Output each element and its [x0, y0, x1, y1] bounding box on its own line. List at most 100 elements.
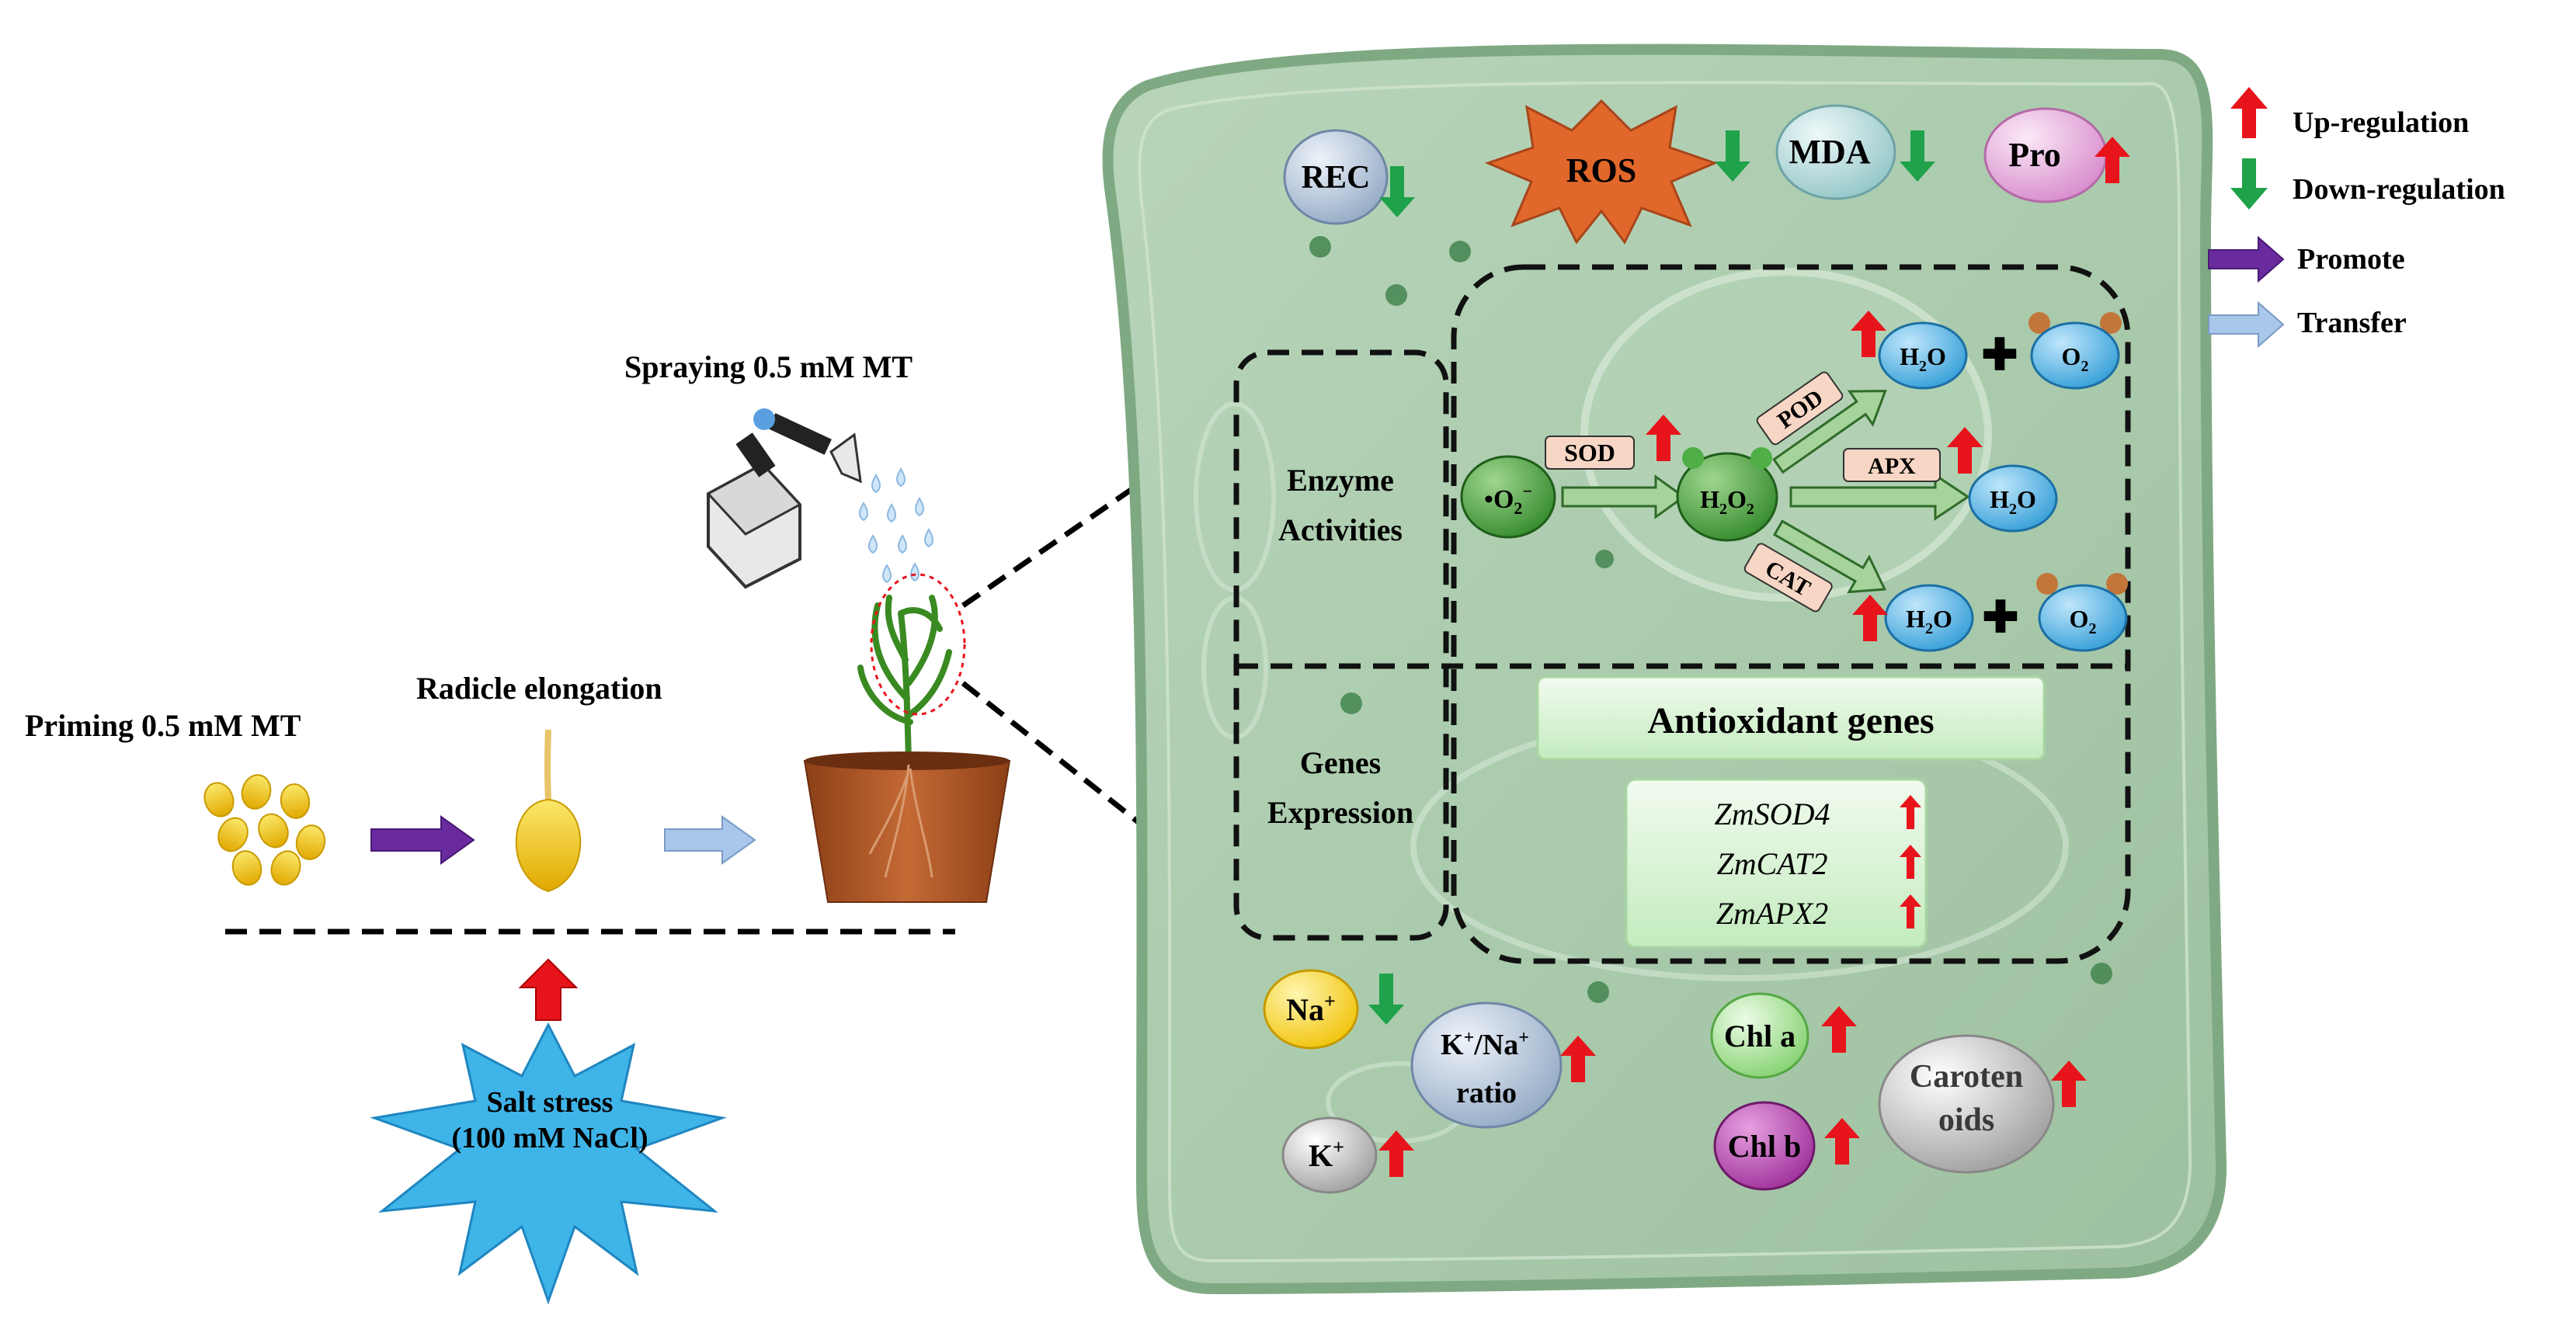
legend-up-label: Up-regulation [2293, 106, 2469, 139]
h2o2-ball-bump [1750, 447, 1772, 469]
h2o2-label: H2O2 [1700, 485, 1754, 518]
chlb-label: Chl b [1728, 1129, 1802, 1164]
enzyme-section-label-1: Enzyme [1287, 463, 1394, 498]
water-ball-top [1878, 321, 1968, 390]
up-arrow-chlb [1824, 1118, 1860, 1165]
zoom-line-bottom [961, 681, 1191, 864]
down-arrow-rec [1379, 166, 1415, 217]
sod-label: SOD [1564, 439, 1615, 467]
maize-seeds [203, 774, 326, 886]
up-arrow-pod [1851, 311, 1886, 357]
carotenoids-ball [1878, 1034, 2055, 1174]
chla-ball [1710, 992, 1809, 1079]
mda-ball [1775, 104, 1896, 200]
pro-label: Pro [2008, 136, 2061, 174]
oxygen-atom-right [2106, 573, 2128, 595]
down-arrow-na [1368, 974, 1404, 1025]
carotenoids-label-line1: Caroten [1910, 1059, 2023, 1095]
genes-list-box [1625, 778, 1928, 949]
ratio-ball [1410, 1001, 1563, 1129]
legend-promote-label: Promote [2297, 243, 2405, 276]
gene-item-3: ZmAPX2 [1716, 896, 1828, 931]
up-arrow-cat [1852, 595, 1888, 641]
gene-item-2: ZmCAT2 [1716, 846, 1827, 881]
chla-label: Chl a [1724, 1019, 1796, 1053]
oxygen-atom-left [2036, 573, 2058, 595]
superoxide-label: •O2− [1484, 481, 1532, 518]
k-ball [1281, 1116, 1378, 1194]
flower-pot [803, 751, 1011, 903]
apx-label: APX [1868, 453, 1916, 479]
down-arrow-ros [1715, 130, 1750, 182]
enzyme-pathway: •O2− SOD H2O2 POD APX CAT H2O ✚ [1460, 312, 2128, 652]
oxygen-label-top: O2 [2062, 342, 2089, 375]
up-arrow-apx [1947, 427, 1983, 474]
genes-title-box [1536, 675, 2046, 761]
top-markers: REC ROS MDA Pro [1283, 99, 2108, 245]
salt-up-arrow [518, 958, 579, 1021]
ros-star [1484, 99, 1719, 245]
oxygen-ball-bottom [2038, 584, 2128, 652]
legend: Up-regulation Down-regulation Promote Tr… [2208, 87, 2505, 349]
apx-arrow [1789, 473, 1970, 521]
plus-icon-top: ✚ [1982, 331, 2018, 380]
pod-box [1756, 371, 1844, 446]
spray-droplets [859, 467, 933, 584]
chlb-ball [1713, 1101, 1816, 1191]
promote-arrow [370, 815, 475, 865]
sod-box [1545, 436, 1635, 470]
ratio-label-line1: K+/Na+ [1441, 1028, 1529, 1061]
apx-box [1843, 448, 1941, 482]
up-arrow-carotenoids [2051, 1060, 2087, 1107]
legend-up-arrow-icon [2230, 87, 2268, 138]
transfer-arrow [664, 815, 756, 865]
legend-down-arrow-icon [2230, 158, 2268, 210]
oxygen-atom-left [2028, 312, 2050, 334]
mda-label: MDA [1789, 133, 1870, 171]
down-arrow-mda [1900, 130, 1935, 182]
up-arrow-pro [2095, 137, 2130, 183]
up-arrow-zmsod4 [1900, 795, 1921, 829]
sprayer-icon [706, 408, 862, 589]
pod-arrow [1772, 390, 1887, 474]
cat-box [1743, 543, 1833, 613]
water-label-top: H2O [1900, 342, 1946, 375]
genes-section-label-2: Expression [1267, 795, 1413, 830]
priming-label: Priming 0.5 mM MT [25, 708, 301, 743]
rec-ball [1283, 129, 1389, 225]
regulation-regions [1233, 264, 2131, 964]
legend-transfer-arrow-icon [2208, 300, 2285, 349]
salt-stress-star: Salt stress (100 mM NaCl) [370, 1022, 727, 1305]
cat-arrow [1772, 519, 1887, 594]
na-ball [1263, 969, 1359, 1050]
radicle-label: Radicle elongation [416, 671, 662, 706]
gene-item-1: ZmSOD4 [1715, 797, 1830, 831]
up-arrow-chla [1821, 1006, 1857, 1053]
rec-label: REC [1302, 160, 1371, 196]
enzyme-section-box [1233, 349, 1449, 941]
water-label-mid: H2O [1990, 485, 2036, 518]
water-ball-mid [1968, 464, 2058, 533]
up-arrow-ratio [1560, 1036, 1596, 1082]
na-label: Na+ [1286, 990, 1336, 1027]
up-arrow-zmcat2 [1900, 845, 1921, 879]
antioxidant-genes-panel: Antioxidant genes ZmSOD4 ZmCAT2 ZmAPX2 [1536, 675, 2046, 949]
ros-label: ROS [1566, 151, 1636, 189]
pigment-markers: Chl a Chl b Caroten oids [1710, 992, 2055, 1191]
genes-title: Antioxidant genes [1647, 700, 1934, 741]
ion-markers: Na+ K+/Na+ ratio K+ [1263, 969, 1563, 1194]
maize-plant [857, 595, 952, 764]
oxygen-ball-top [2030, 321, 2120, 390]
legend-down-label: Down-regulation [2293, 173, 2505, 206]
plant-highlight-circle [870, 573, 966, 716]
ratio-label-line2: ratio [1456, 1077, 1517, 1109]
enzyme-section-label-2: Activities [1278, 512, 1403, 547]
oxygen-atom-right [2100, 312, 2122, 334]
genes-section-label-1: Genes [1300, 745, 1381, 780]
left-panel: Priming 0.5 mM MT Radicle elongation Spr… [25, 349, 1191, 1305]
carotenoids-label-line2: oids [1938, 1102, 1994, 1138]
legend-promote-arrow-icon [2208, 235, 2285, 283]
superoxide-ball [1460, 455, 1556, 539]
regulation-arrows [1368, 130, 2130, 1177]
